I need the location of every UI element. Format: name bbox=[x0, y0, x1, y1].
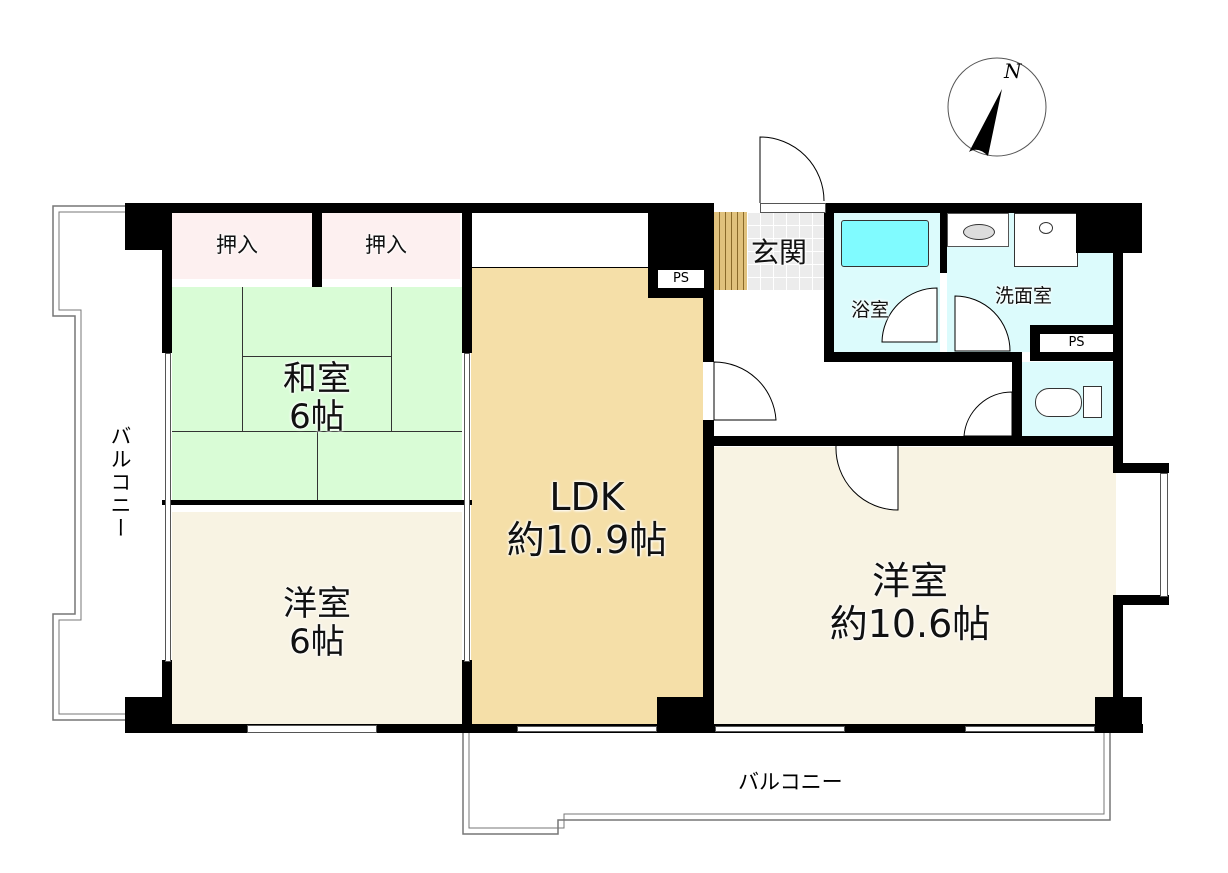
drain-icon bbox=[1039, 222, 1053, 234]
ldk-top-strip bbox=[471, 212, 649, 268]
yoshitsu-east-label: 洋室 約10.6帖 bbox=[810, 560, 1010, 645]
oshiire-2 bbox=[322, 212, 460, 279]
yoshitsu-west-size: 6帖 bbox=[289, 622, 345, 663]
ldk-name: LDK bbox=[549, 475, 625, 519]
sink-icon bbox=[963, 224, 995, 240]
yokushitsu-label: 浴室 bbox=[851, 299, 890, 321]
washitsu-size: 6帖 bbox=[289, 397, 345, 438]
compass-arrow-icon bbox=[947, 57, 1047, 157]
sink-counter bbox=[947, 213, 1009, 247]
washitsu-label: 和室 6帖 bbox=[262, 360, 372, 436]
toilet-tank-icon bbox=[1083, 386, 1102, 418]
genkan-label: 玄関 bbox=[751, 236, 808, 269]
bathtub bbox=[841, 220, 929, 267]
yoshitsu-east bbox=[713, 447, 1116, 724]
senmenshitsu-label: 洗面室 bbox=[995, 285, 1053, 307]
yoshitsu-east-size: 約10.6帖 bbox=[829, 601, 991, 646]
balcony-south-label: バルコニー bbox=[738, 770, 843, 794]
washitsu-name: 和室 bbox=[283, 359, 351, 399]
compass: N bbox=[946, 56, 1048, 158]
yoshitsu-west-name: 洋室 bbox=[283, 584, 351, 624]
ldk-label: LDK 約10.9帖 bbox=[487, 476, 687, 561]
ps-label-2: PS bbox=[1040, 334, 1113, 352]
washer-space bbox=[1014, 213, 1078, 267]
balcony-south-outline bbox=[462, 728, 1111, 835]
toilet-room bbox=[1021, 362, 1113, 436]
oshiire-2-label: 押入 bbox=[365, 233, 407, 257]
balcony-west-outline bbox=[52, 205, 128, 721]
oshiire-1-label: 押入 bbox=[216, 233, 258, 257]
yoshitsu-west-label: 洋室 6帖 bbox=[262, 585, 372, 661]
ldk bbox=[471, 267, 703, 724]
ps-label-1: PS bbox=[658, 270, 704, 288]
yoshitsu-west bbox=[172, 512, 462, 724]
toilet-icon bbox=[1035, 388, 1082, 417]
ldk-size: 約10.9帖 bbox=[506, 517, 668, 562]
oshiire-1 bbox=[172, 212, 312, 279]
genkan-step bbox=[714, 212, 747, 290]
balcony-west-label: バルコニー bbox=[108, 425, 132, 540]
yoshitsu-east-name: 洋室 bbox=[871, 559, 948, 603]
genkan-floor bbox=[747, 212, 825, 290]
compass-north-label: N bbox=[1004, 59, 1022, 83]
